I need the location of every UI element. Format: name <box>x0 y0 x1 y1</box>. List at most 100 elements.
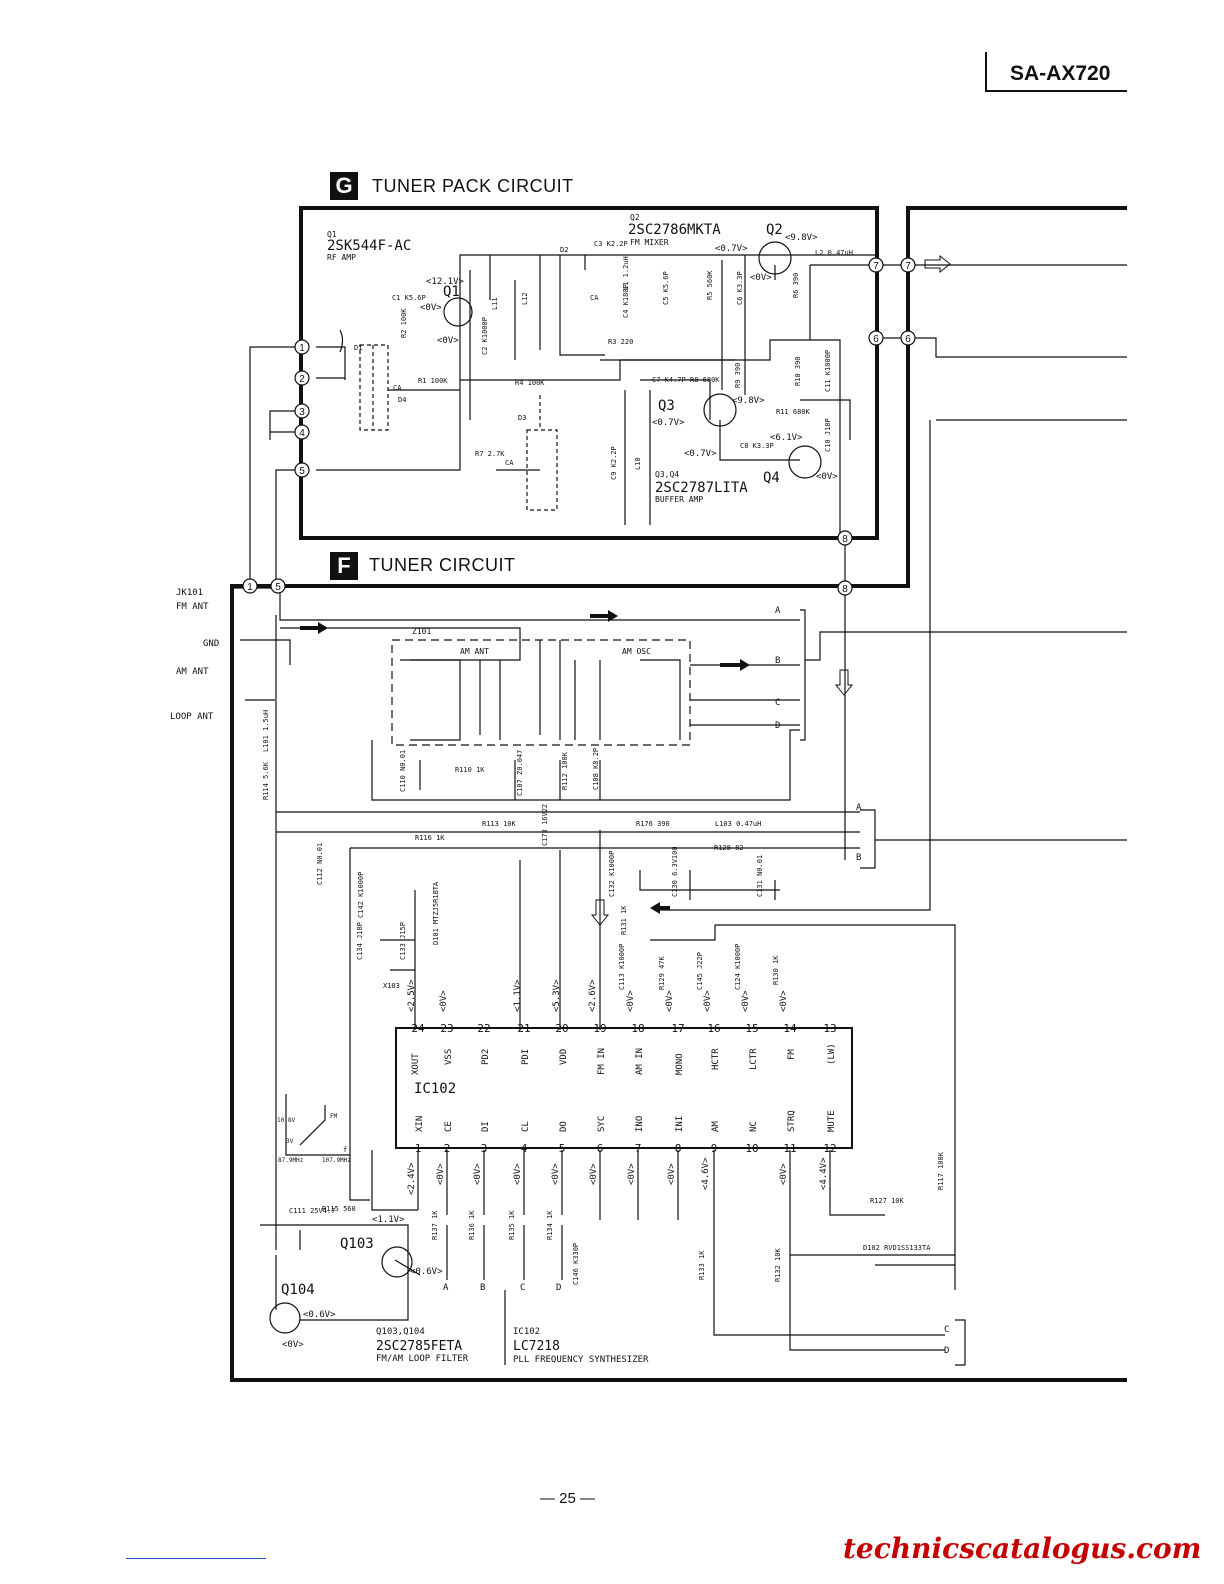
am-ant-coil: AM ANT <box>460 647 489 656</box>
graph-curve: FM <box>330 1113 338 1120</box>
q3-label: Q3 <box>658 398 675 414</box>
c132-label: C132 K1000P <box>608 851 616 897</box>
ic-pin-4: 4 <box>521 1142 528 1155</box>
ic-pin-10: 10 <box>745 1142 758 1155</box>
ic-name-mute: MUTE <box>827 1110 837 1132</box>
ic-pin-18: 18 <box>631 1022 644 1035</box>
r116-label: R116 1K <box>415 834 445 842</box>
l103-label: L103 0.47uH <box>715 820 761 828</box>
ic-pin-17: 17 <box>671 1022 684 1035</box>
arrow-out-7 <box>924 254 951 274</box>
bus-d-3: D <box>556 1283 561 1293</box>
r132-label: R132 10K <box>774 1247 782 1282</box>
ic-v-18: <0V> <box>626 990 636 1012</box>
q104-label: Q104 <box>281 1282 315 1298</box>
graph-f: f <box>343 1146 347 1154</box>
ic-name-am-in: AM IN <box>635 1048 645 1075</box>
arrow-fm-signal <box>300 622 328 634</box>
c146-label: C146 K330P <box>572 1243 580 1285</box>
r130-label: R130 1K <box>772 955 780 985</box>
bus-d-2: D <box>944 1346 949 1356</box>
jack-loop-ant: LOOP ANT <box>170 712 214 722</box>
q1-ref: Q1 <box>327 230 337 239</box>
q1-role: RF AMP <box>327 253 356 262</box>
ic-pin-6: 6 <box>597 1142 604 1155</box>
z101-label: Z101 <box>412 627 431 636</box>
q2-ref: Q2 <box>630 213 640 222</box>
ic-name-vdd: VDD <box>559 1049 569 1065</box>
ic-v-3: <0V> <box>473 1163 483 1185</box>
ic-name-di: DI <box>481 1121 491 1132</box>
loop-filter-role: FM/AM LOOP FILTER <box>376 1354 469 1364</box>
ic-pin-5: 5 <box>559 1142 566 1155</box>
r137-label: R137 1K <box>431 1210 439 1240</box>
loop-filter-ref: Q103,Q104 <box>376 1327 425 1337</box>
l10-label: L10 <box>634 457 642 470</box>
v-q3-base: <0.7V> <box>652 418 685 428</box>
conn-5b: 5 <box>275 582 281 593</box>
r9-label: R9 390 <box>734 363 742 388</box>
ic-name-ce: CE <box>444 1121 454 1132</box>
ic-v-23: <0V> <box>439 990 449 1012</box>
conn-1b: 1 <box>247 582 253 593</box>
r5-label: R5 560K <box>706 270 714 300</box>
r6-label: R6 390 <box>792 273 800 298</box>
ca-label-1: CA <box>393 384 402 392</box>
conn-6b: 6 <box>905 334 911 345</box>
v-q1-source: <0V> <box>437 336 459 346</box>
r3-label: R3 220 <box>608 338 633 346</box>
c131-label: C131 N0.01 <box>756 855 764 897</box>
r115-label: R115 560 <box>322 1205 356 1213</box>
ic-name-do: DO <box>559 1121 569 1132</box>
c133-label: C133 J15P <box>399 922 407 960</box>
conn-7b: 7 <box>905 261 911 272</box>
ic-pin-24: 24 <box>411 1022 425 1035</box>
ic-v-14: <0V> <box>779 990 789 1012</box>
ic-name-strq: STRQ <box>787 1110 797 1132</box>
c113-label: C113 K1000P <box>618 944 626 990</box>
r136-label: R136 1K <box>468 1210 476 1240</box>
d101-label: D101 MTZJ5R1BTA <box>432 881 440 945</box>
c145-label: C145 J22P <box>696 952 704 990</box>
conn-6a: 6 <box>873 334 879 345</box>
d102-label: D102 RVD1SS133TA <box>863 1244 931 1252</box>
r8-label: R8 680K <box>690 376 720 384</box>
q103-v-emitter: <0.6V> <box>410 1267 443 1277</box>
r134-label: R134 1K <box>546 1210 554 1240</box>
r113-label: R113 10K <box>482 820 517 828</box>
ic-v-16: <0V> <box>703 990 713 1012</box>
c3-label: C3 K2.2P <box>594 240 628 248</box>
c6-label: C6 K3.3P <box>736 271 744 305</box>
r114-label: R114 5.6K <box>262 761 270 800</box>
ic-v-20: <5.3V> <box>552 979 562 1012</box>
r1-label: R1 100K <box>418 377 448 385</box>
r128-label: R128 82 <box>714 844 744 852</box>
q104-v-emitter: <0V> <box>282 1340 304 1350</box>
ic-pin-7: 7 <box>635 1142 642 1155</box>
c173-label: C173 16V22 <box>541 804 549 846</box>
c9-label: C9 K2.2P <box>610 446 618 480</box>
section-badge-g: G <box>330 172 358 200</box>
ic-pin-16: 16 <box>707 1022 720 1035</box>
c110-label: C110 N0.01 <box>399 750 407 792</box>
footer-rule <box>126 1558 266 1559</box>
ic-pin-11: 11 <box>783 1142 796 1155</box>
source-watermark[interactable]: technicscatalogus.com <box>843 1532 1202 1565</box>
conn-8a: 8 <box>842 534 848 545</box>
d1-label: D1 <box>354 344 362 352</box>
ic-pin-8: 8 <box>675 1142 682 1155</box>
ic-caption-part: LC7218 <box>513 1339 560 1354</box>
q3q4-part: 2SC2787LITA <box>655 480 748 496</box>
c124-label: C124 K1000P <box>734 944 742 990</box>
ic-pin-3: 3 <box>481 1142 488 1155</box>
r110-label: R110 1K <box>455 766 485 774</box>
d2-label: D2 <box>560 246 568 254</box>
conn-1: 1 <box>299 343 305 354</box>
ic-caption-ref: IC102 <box>513 1327 540 1337</box>
z101-box <box>391 639 691 746</box>
ic-name-xin: XIN <box>415 1116 425 1132</box>
bus-b-3: B <box>480 1283 485 1293</box>
ic-v-19: <2.6V> <box>588 979 598 1012</box>
v-q3-collector: <9.8V> <box>732 396 765 406</box>
ic-pin-21: 21 <box>517 1022 530 1035</box>
